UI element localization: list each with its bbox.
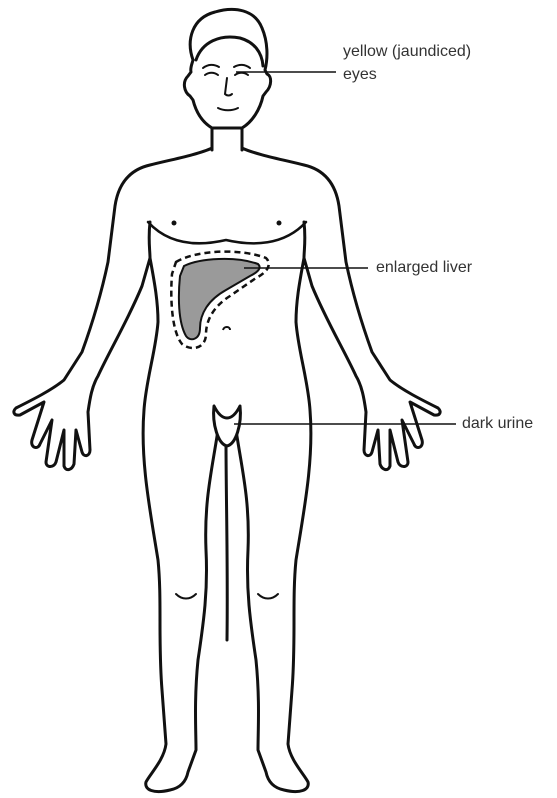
head-outline <box>184 9 270 132</box>
inner-leg-line <box>226 440 227 640</box>
eyes-label: yellow (jaundiced) <box>343 41 471 63</box>
urine-label: dark urine <box>462 413 533 435</box>
human-body-outline <box>14 9 440 791</box>
eyes-label-line2: eyes <box>343 64 377 86</box>
right-arm-inner <box>304 222 305 258</box>
left-nipple <box>172 221 177 226</box>
right-nipple <box>277 221 282 226</box>
liver-label: enlarged liver <box>376 257 472 279</box>
left-arm-inner <box>149 222 150 258</box>
